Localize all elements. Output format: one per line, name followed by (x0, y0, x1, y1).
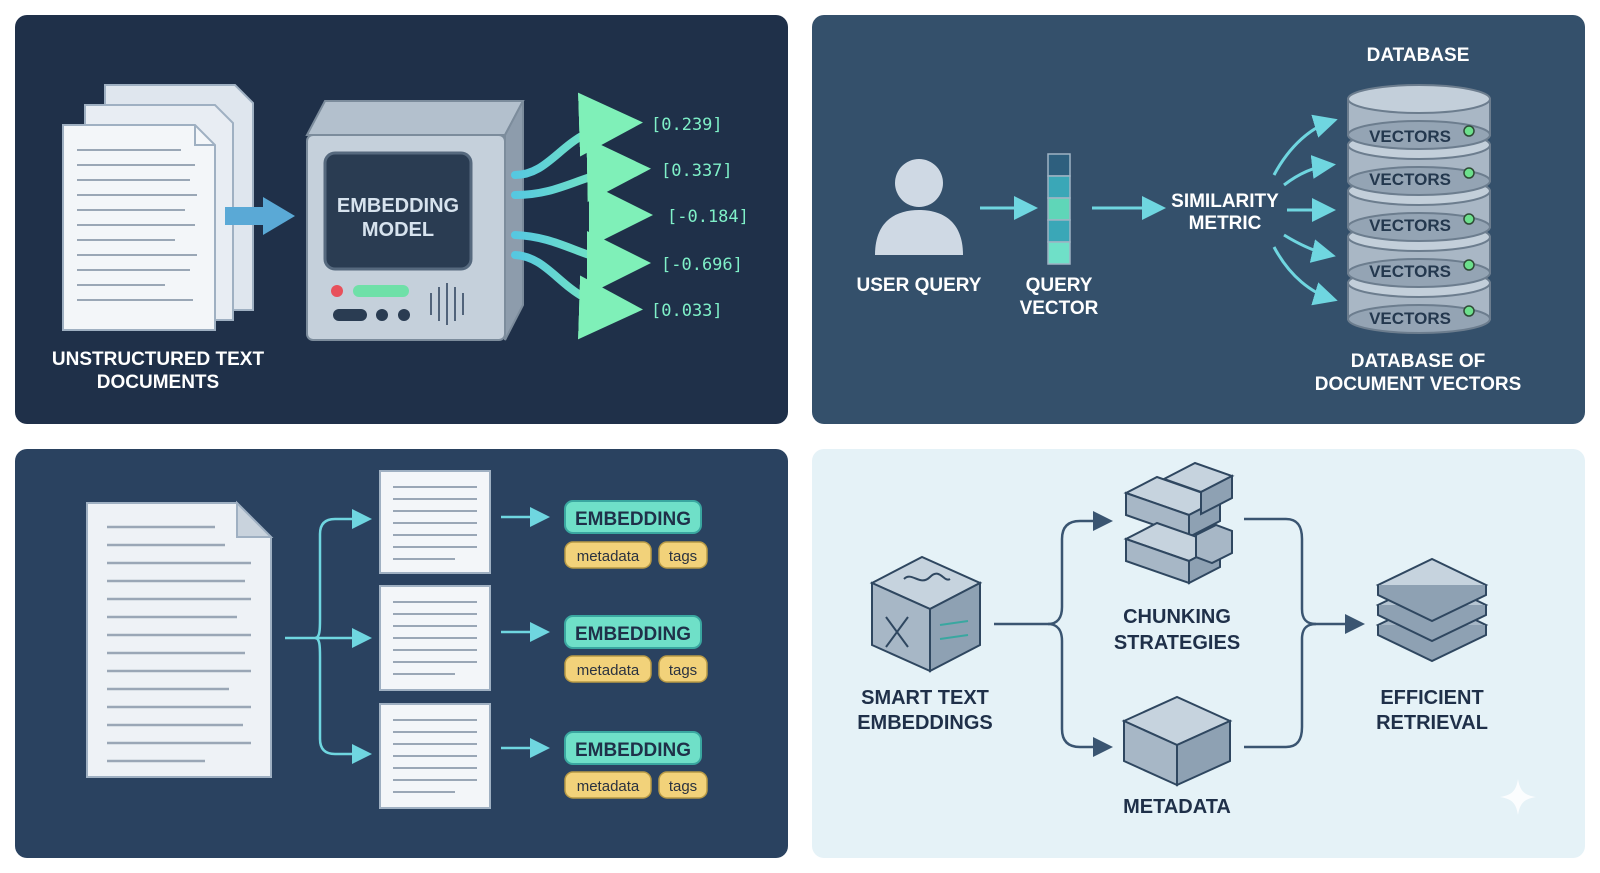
sparkle-icon (1500, 779, 1536, 815)
vector-value-4: [-0.696] (661, 255, 743, 275)
documents-label-line2: DOCUMENTS (97, 372, 219, 393)
embedding-label-2: EMBEDDING (575, 624, 691, 645)
model-label-line2: MODEL (362, 219, 434, 241)
tags-label-1: tags (669, 548, 697, 565)
tags-tag-1 (658, 541, 708, 569)
retrieval-label-line2: RETRIEVAL (1376, 712, 1488, 734)
database-caption-line2: DOCUMENT VECTORS (1315, 374, 1522, 395)
vector-value-1: [0.239] (651, 115, 723, 135)
chunk-document-2 (379, 585, 491, 691)
vectors-label-5: VECTORS (1369, 309, 1451, 328)
vector-value-5: [0.033] (651, 301, 723, 321)
retrieval-label-line1: EFFICIENT (1380, 687, 1483, 709)
user-query-label: USER QUERY (857, 275, 982, 296)
split-arrows (285, 509, 372, 764)
similarity-arrows (1272, 114, 1338, 306)
database-icon (1347, 84, 1491, 334)
database-caption-line1: DATABASE OF (1351, 351, 1485, 372)
documents-label-line1: UNSTRUCTURED TEXT (52, 349, 265, 370)
chunking-diagram: EMBEDDING metadata tags EMBEDDING metada… (86, 470, 708, 809)
chunking-label-line2: STRATEGIES (1114, 632, 1240, 654)
smart-label-line1: SMART TEXT (861, 687, 989, 709)
vector-value-3: [-0.184] (667, 207, 749, 227)
arrow-right-icon (225, 197, 295, 235)
vector-flows (511, 92, 653, 340)
tags-label-2: tags (669, 662, 697, 679)
merge-arrows (1244, 517, 1365, 749)
vector-search-panel: USER QUERY QUERY VECTOR SIMILARITY METRI… (812, 15, 1585, 424)
split-arrows (994, 511, 1113, 757)
overview-panel: SMART TEXT EMBEDDINGS CHUNKING (812, 449, 1585, 858)
similarity-label-line2: METRIC (1189, 213, 1262, 234)
chunking-label-line1: CHUNKING (1123, 606, 1231, 628)
tags-label-3: tags (669, 778, 697, 795)
vectors-label-3: VECTORS (1369, 216, 1451, 235)
metadata-label-2: metadata (577, 662, 640, 679)
similarity-label-line1: SIMILARITY (1171, 191, 1279, 212)
chunking-blocks-icon (1123, 461, 1235, 585)
vectors-label-2: VECTORS (1369, 170, 1451, 189)
embedding-model-icon (305, 100, 525, 341)
embedding-badge-3 (564, 731, 702, 765)
cube-icon (869, 555, 983, 673)
metadata-label: METADATA (1123, 796, 1231, 818)
query-vector-label-line1: QUERY (1026, 275, 1093, 296)
metadata-label-3: metadata (577, 778, 640, 795)
user-icon (875, 159, 963, 255)
overview-diagram: SMART TEXT EMBEDDINGS CHUNKING (857, 461, 1536, 818)
metadata-tag-3 (564, 771, 652, 799)
metadata-label-1: metadata (577, 548, 640, 565)
metadata-block-icon (1121, 695, 1233, 787)
chunk-document-3 (379, 703, 491, 809)
embedding-label-3: EMBEDDING (575, 740, 691, 761)
chunk-document-1 (379, 470, 491, 574)
chunking-panel: EMBEDDING metadata tags EMBEDDING metada… (15, 449, 788, 858)
database-title: DATABASE (1367, 45, 1470, 66)
document-icon (86, 500, 274, 778)
embedding-diagram: UNSTRUCTURED TEXT DOCUMENTS (52, 84, 749, 393)
vector-search-diagram: USER QUERY QUERY VECTOR SIMILARITY METRI… (857, 45, 1522, 395)
vectors-label-1: VECTORS (1369, 127, 1451, 146)
query-vector-label-line2: VECTOR (1020, 298, 1099, 319)
model-label-line1: EMBEDDING (337, 195, 459, 217)
tags-tag-2 (658, 655, 708, 683)
document-icon (62, 84, 254, 331)
tags-tag-3 (658, 771, 708, 799)
embedding-badge-1 (564, 500, 702, 534)
metadata-tag-2 (564, 655, 652, 683)
vector-value-2: [0.337] (661, 161, 733, 181)
vectors-label-4: VECTORS (1369, 262, 1451, 281)
embedding-badge-2 (564, 615, 702, 649)
stacked-layers-icon (1375, 557, 1489, 663)
smart-label-line2: EMBEDDINGS (857, 712, 993, 734)
embedding-label-1: EMBEDDING (575, 509, 691, 530)
embedding-panel: UNSTRUCTURED TEXT DOCUMENTS (15, 15, 788, 424)
metadata-tag-1 (564, 541, 652, 569)
query-vector-icon (1047, 153, 1071, 265)
